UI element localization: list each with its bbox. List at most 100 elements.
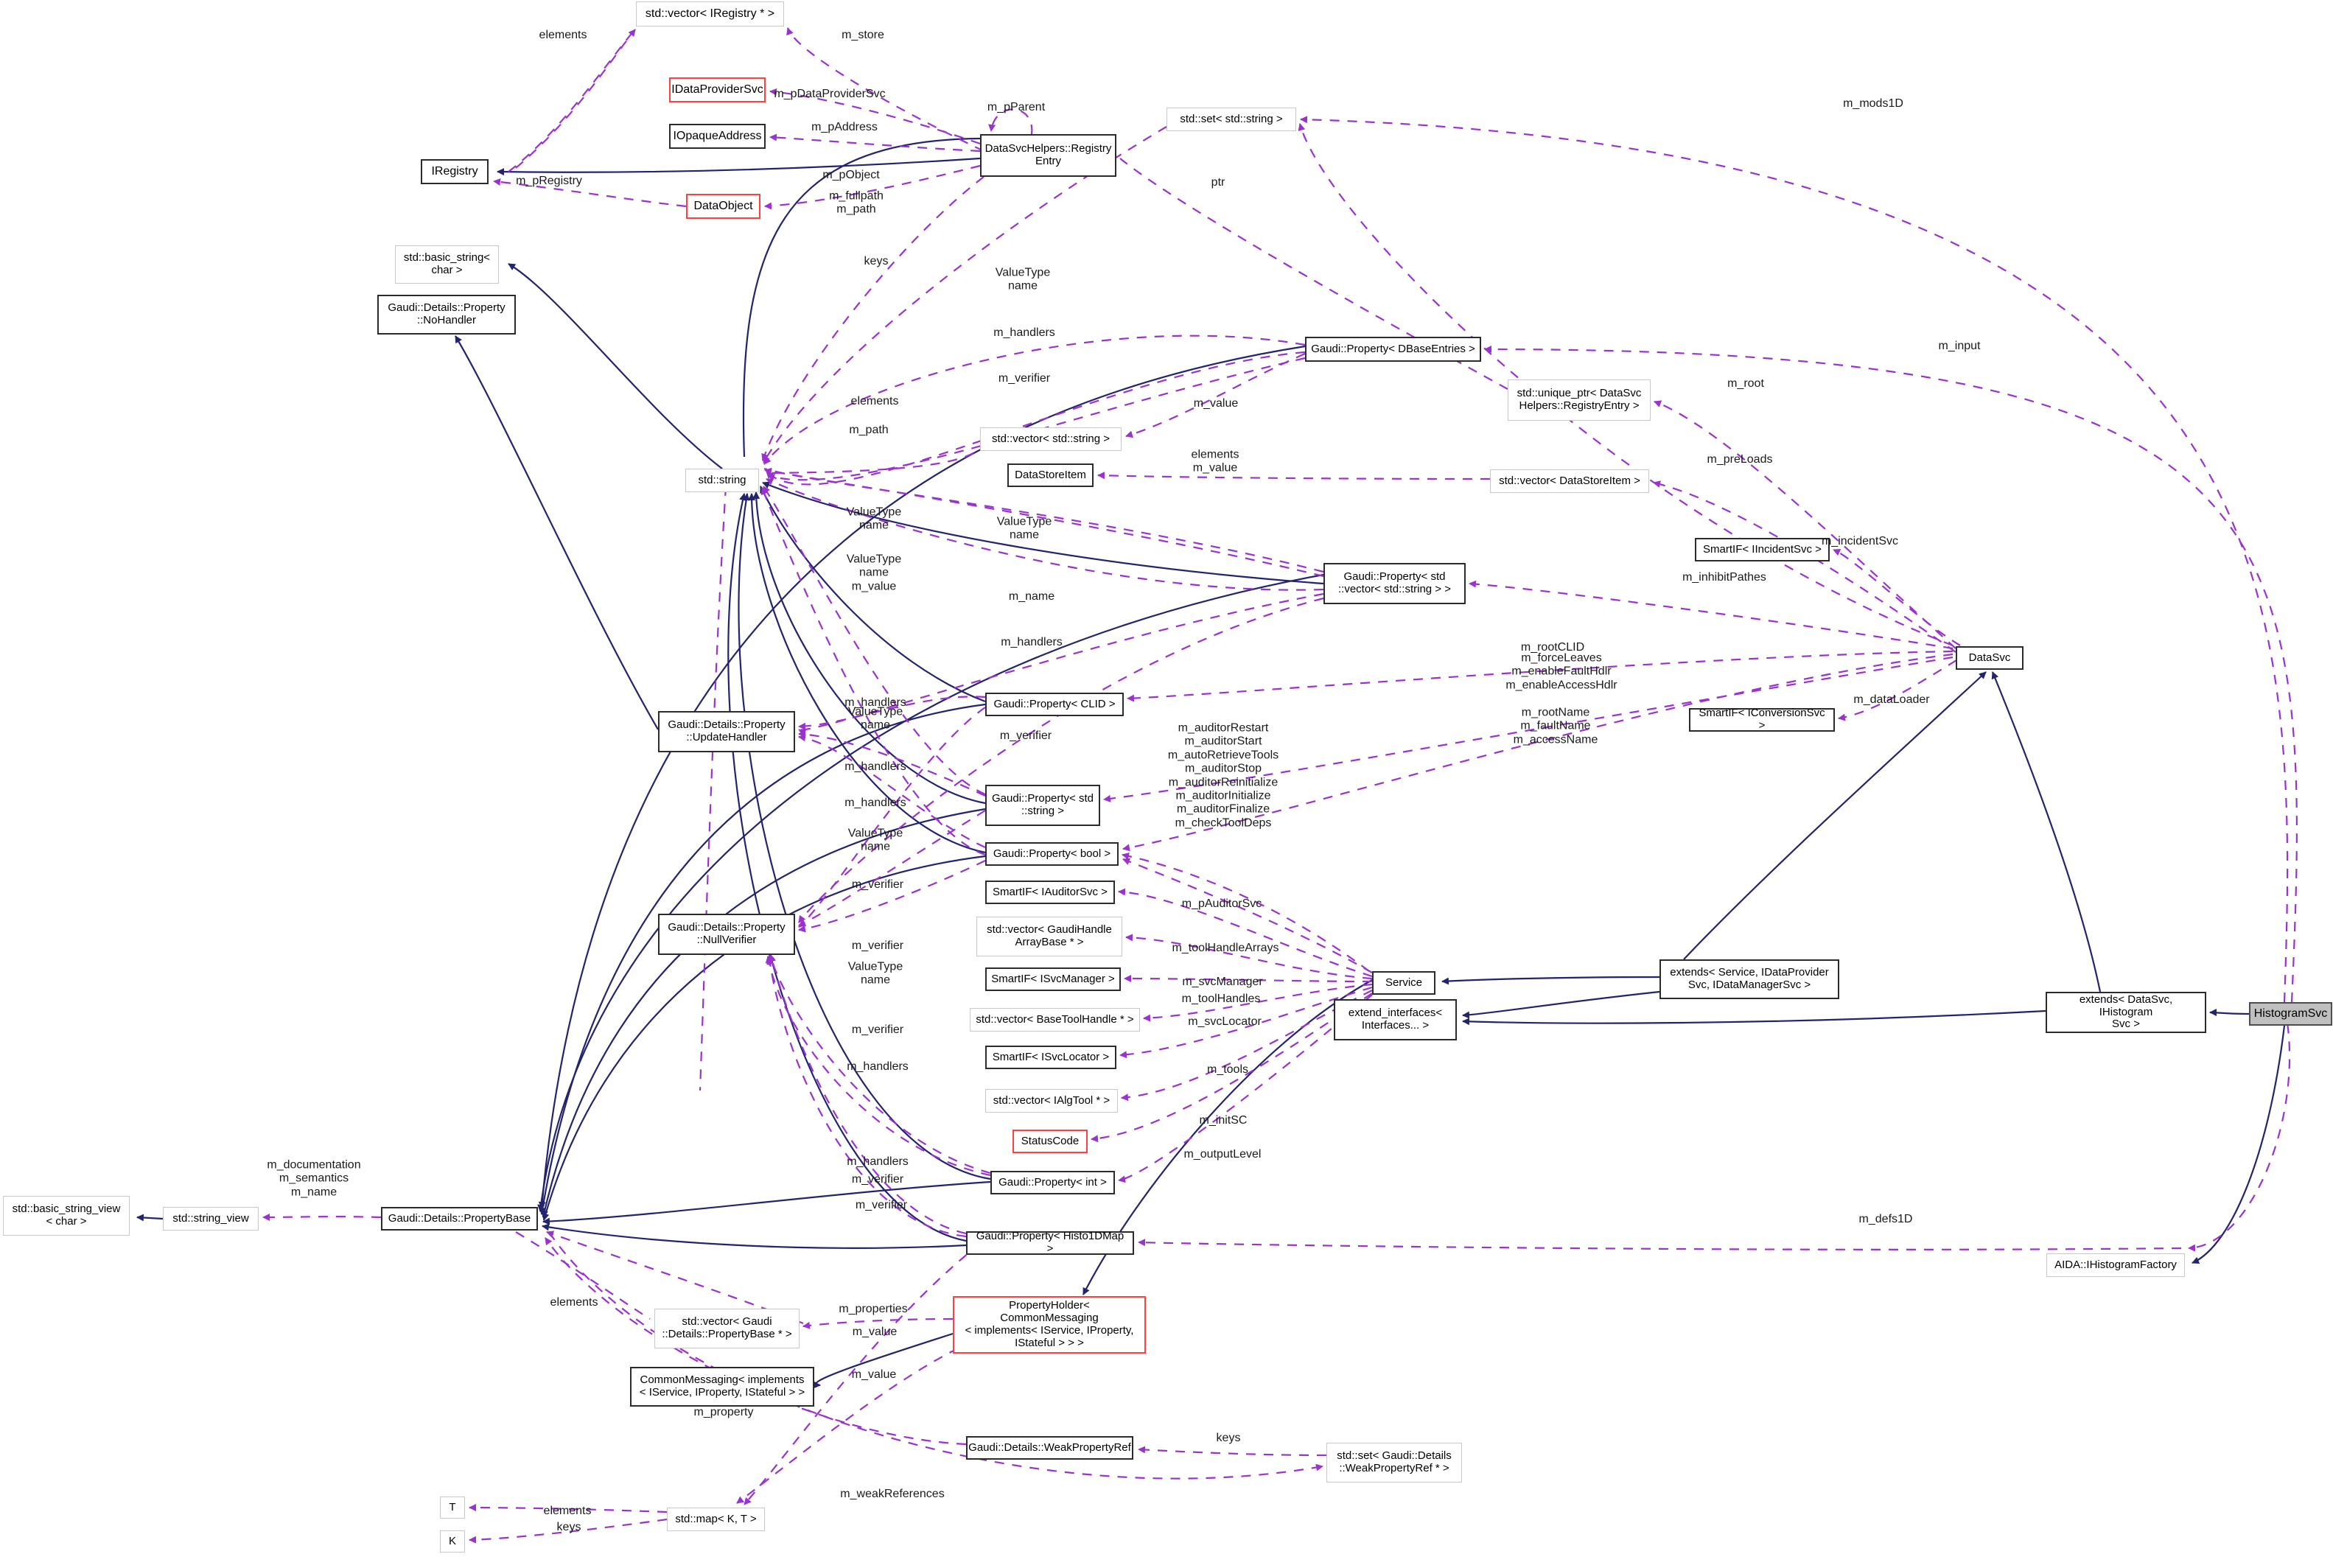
class-node-uniq_registryentry[interactable]: std::unique_ptr< DataSvc Helpers::Regist… — [1508, 379, 1651, 421]
edge-label-el_m_rootclid: m_rootCLID — [1520, 640, 1585, 654]
class-node-prop_histo1dmap[interactable]: Gaudi::Property< Histo1DMap > — [966, 1230, 1134, 1255]
class-node-label: SmartIF< IAuditorSvc > — [993, 885, 1108, 898]
class-node-prop_clid[interactable]: Gaudi::Property< CLID > — [985, 693, 1124, 716]
edge-label-el_m_value2: m_value — [852, 1325, 898, 1338]
edge-label-el_m_pparent: m_pParent — [987, 100, 1046, 113]
edge-label-el_m_handlers5: m_handlers — [844, 796, 906, 809]
class-node-weakpropertyref[interactable]: Gaudi::Details::WeakPropertyRef — [966, 1436, 1133, 1460]
class-node-smartif_svcmanager[interactable]: SmartIF< ISvcManager > — [985, 967, 1121, 991]
class-node-set_string[interactable]: std::set< std::string > — [1166, 108, 1296, 131]
class-node-vec_propertybase[interactable]: std::vector< Gaudi ::Details::PropertyBa… — [654, 1309, 800, 1348]
class-node-vec_ialgtool[interactable]: std::vector< IAlgTool * > — [985, 1089, 1118, 1113]
class-node-prop_int[interactable]: Gaudi::Property< int > — [990, 1171, 1115, 1194]
class-node-label: T — [449, 1500, 456, 1513]
edge-label-el_m_value1: m_value — [1193, 396, 1239, 410]
edge-label-el_m_handlers3: m_handlers — [844, 696, 906, 709]
class-node-prop_bool[interactable]: Gaudi::Property< bool > — [985, 842, 1119, 866]
edge-label-el_m_forceleaves: m_forceLeaves m_enableFaultHdlr m_enable… — [1505, 651, 1617, 692]
edge-label-el_m_verifier1: m_verifier — [998, 371, 1051, 385]
edge-label-el_m_pregistry: m_pRegistry — [516, 174, 582, 187]
class-node-vec_iregistry[interactable]: std::vector< IRegistry * > — [636, 1, 784, 27]
edge-label-el_m_handlers2: m_handlers — [1001, 635, 1063, 648]
edge-label-el_m_fullpath: m_fullpath m_path — [829, 189, 884, 216]
class-node-label: std::basic_string< char > — [403, 251, 491, 276]
class-node-prop_dbaseentries[interactable]: Gaudi::Property< DBaseEntries > — [1305, 337, 1481, 362]
class-node-dataobject[interactable]: DataObject — [686, 194, 760, 219]
class-node-string_view[interactable]: std::string_view — [163, 1207, 259, 1231]
class-node-commonmessaging[interactable]: CommonMessaging< implements < IService, … — [630, 1367, 814, 1407]
edge-label-el_m_outputlevel: m_outputLevel — [1183, 1147, 1262, 1161]
class-node-basic_string_view[interactable]: std::basic_string_view < char > — [3, 1196, 130, 1236]
class-node-label: IDataProviderSvc — [671, 83, 763, 97]
edge-label-el_m_root: m_root — [1727, 377, 1764, 390]
class-node-statuscode[interactable]: StatusCode — [1012, 1130, 1088, 1153]
class-node-idataprovidersvc[interactable]: IDataProviderSvc — [669, 77, 766, 102]
class-node-registryentry[interactable]: DataSvcHelpers::Registry Entry — [980, 134, 1116, 177]
edge-label-el_m_value3: m_value — [851, 1368, 897, 1381]
class-node-label: Gaudi::Details::WeakPropertyRef — [968, 1441, 1131, 1454]
edge-label-el_m_verifier4: m_verifier — [851, 939, 904, 952]
edge-label-el_elements2: elements — [850, 394, 899, 407]
class-node-datastoreitem[interactable]: DataStoreItem — [1007, 463, 1094, 487]
class-node-label: Gaudi::Details::Property ::UpdateHandler — [668, 718, 786, 743]
class-node-aida_ihistogramfactory[interactable]: AIDA::IHistogramFactory — [2046, 1253, 2185, 1277]
class-node-label: std::string_view — [172, 1211, 249, 1225]
edge-label-el_m_svcmanager: m_svcManager — [1182, 975, 1263, 988]
class-node-vec_basetoolhandle[interactable]: std::vector< BaseToolHandle * > — [970, 1008, 1140, 1032]
class-node-label: std::set< Gaudi::Details ::WeakPropertyR… — [1337, 1449, 1452, 1474]
class-node-service[interactable]: Service — [1372, 971, 1435, 995]
edge-label-el_m_toolhandlearrays: m_toolHandleArrays — [1172, 941, 1279, 954]
edge-label-el_m_tools: m_tools — [1206, 1063, 1249, 1076]
class-node-prop_nullverifier[interactable]: Gaudi::Details::Property ::NullVerifier — [658, 914, 795, 955]
class-node-std_string[interactable]: std::string — [685, 469, 759, 492]
class-node-histogramsvc[interactable]: HistogramSvc — [2249, 1002, 2332, 1026]
class-node-extend_interfaces[interactable]: extend_interfaces< Interfaces... > — [1334, 999, 1457, 1040]
class-node-prop_std_string[interactable]: Gaudi::Property< std ::string > — [985, 785, 1100, 826]
class-node-extends_histosvc[interactable]: extends< DataSvc, IHistogram Svc > — [2046, 992, 2206, 1033]
class-node-label: std::basic_string_view < char > — [12, 1203, 121, 1228]
class-node-prop_nohandler[interactable]: Gaudi::Details::Property ::NoHandler — [377, 295, 516, 335]
class-node-iopaqueaddress[interactable]: IOpaqueAddress — [669, 124, 766, 149]
edge-label-el_vt_name1: ValueType name — [995, 266, 1051, 293]
edge-label-el_m_name: m_name — [1008, 589, 1055, 603]
class-node-label: extends< DataSvc, IHistogram Svc > — [2079, 993, 2173, 1031]
class-node-extends_service[interactable]: extends< Service, IDataProvider Svc, IDa… — [1659, 959, 1839, 999]
class-node-vec_string[interactable]: std::vector< std::string > — [980, 427, 1122, 451]
class-node-vec_gaudihandlearray[interactable]: std::vector< GaudiHandle ArrayBase * > — [976, 917, 1122, 956]
edge-label-el_m_verifier7: m_verifier — [855, 1198, 908, 1211]
class-node-iregistry[interactable]: IRegistry — [421, 159, 489, 184]
edge-label-el_m_preloads: m_preLoads — [1707, 452, 1773, 466]
class-node-type_T[interactable]: T — [440, 1497, 465, 1519]
class-node-label: K — [448, 1534, 456, 1547]
edge-label-el_vt_name3: ValueType name — [996, 515, 1052, 542]
class-node-label: SmartIF< ISvcLocator > — [992, 1050, 1110, 1063]
class-node-smartif_conversionsvc[interactable]: SmartIF< IConversionSvc > — [1689, 707, 1835, 732]
edge-label-el_keys3: keys — [556, 1520, 581, 1533]
class-node-vec_datastoreitem[interactable]: std::vector< DataStoreItem > — [1490, 469, 1649, 493]
edge-label-el_vt_name2: ValueType name — [846, 505, 902, 532]
class-node-prop_vec_string[interactable]: Gaudi::Property< std ::vector< std::stri… — [1323, 563, 1466, 604]
class-node-propertyholder[interactable]: PropertyHolder< CommonMessaging < implem… — [953, 1296, 1146, 1354]
class-node-smartif_svclocator[interactable]: SmartIF< ISvcLocator > — [985, 1046, 1116, 1069]
class-node-map_kt[interactable]: std::map< K, T > — [667, 1508, 765, 1531]
class-node-basic_string[interactable]: std::basic_string< char > — [395, 245, 499, 284]
class-node-label: std::vector< IAlgTool * > — [993, 1093, 1110, 1107]
class-node-label: Gaudi::Details::PropertyBase — [388, 1211, 531, 1225]
class-node-label: std::vector< BaseToolHandle * > — [976, 1012, 1134, 1026]
class-node-prop_updatehandler[interactable]: Gaudi::Details::Property ::UpdateHandler — [658, 711, 795, 752]
edge-label-el_m_auditorrestart: m_auditorRestart m_auditorStart m_autoRe… — [1167, 721, 1279, 830]
class-node-smartif_incidentsvc[interactable]: SmartIF< IIncidentSvc > — [1695, 538, 1830, 561]
class-node-set_weakpropertyref[interactable]: std::set< Gaudi::Details ::WeakPropertyR… — [1326, 1443, 1462, 1483]
class-node-label: extend_interfaces< Interfaces... > — [1348, 1007, 1443, 1032]
class-node-type_K[interactable]: K — [440, 1530, 465, 1553]
class-node-label: PropertyHolder< CommonMessaging < implem… — [965, 1299, 1134, 1349]
class-node-smartif_auditorsvc[interactable]: SmartIF< IAuditorSvc > — [985, 881, 1115, 904]
edge-label-el_m_handlers4: m_handlers — [844, 760, 906, 773]
edge-label-el_elements3: elements — [550, 1295, 598, 1309]
class-node-propertybase[interactable]: Gaudi::Details::PropertyBase — [381, 1207, 538, 1231]
class-node-datasvc[interactable]: DataSvc — [1956, 646, 2024, 670]
edge-label-el_m_mods1d: m_mods1D — [1843, 97, 1903, 110]
class-node-label: Gaudi::Property< DBaseEntries > — [1311, 342, 1475, 355]
edge-label-el_m_weakreferences: m_weakReferences — [840, 1487, 945, 1500]
